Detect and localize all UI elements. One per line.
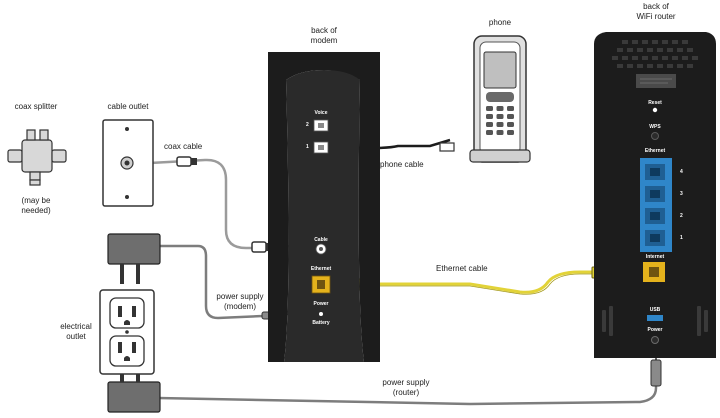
router-wps-button[interactable] [651, 132, 659, 140]
electrical-outlet-line1: electrical [60, 322, 92, 331]
electrical-outlet [99, 289, 155, 375]
router-eth-3-label: 3 [680, 191, 683, 197]
router-eth-1-label: 1 [680, 235, 683, 241]
back-of-router-label-line2: WiFi router [636, 12, 676, 21]
coax-splitter [7, 129, 67, 186]
phone-label: phone [488, 18, 512, 27]
wifi-router [594, 32, 716, 358]
power-supply-modem-line2: (modem) [223, 302, 256, 311]
router-usb-label: USB [649, 307, 661, 313]
back-of-modem-label-line2: modem [310, 36, 338, 45]
cable-outlet-label: cable outlet [107, 102, 149, 111]
ethernet-cable [344, 270, 620, 294]
coax-splitter-label: coax splitter [14, 102, 58, 111]
cable-outlet [102, 119, 154, 207]
router-power-port[interactable] [651, 336, 659, 344]
modem-power-label: Power [313, 301, 329, 307]
coax-cable [149, 158, 313, 250]
may-be-needed-line1: (may be [21, 196, 51, 205]
electrical-outlet-line2: outlet [66, 332, 86, 341]
router-power-label: Power [647, 327, 663, 333]
router-power-cable [157, 364, 658, 406]
modem-power-cable [158, 244, 313, 320]
modem-voice-label: Voice [314, 110, 328, 116]
phone-cable-connector-end [439, 142, 455, 152]
router-reset-label: Reset [648, 100, 662, 106]
may-be-needed-line2: needed) [21, 206, 51, 215]
router-vents [612, 40, 698, 68]
modem-cable-label: Cable [314, 237, 328, 243]
coax-connector-outlet [176, 156, 197, 167]
modem [268, 52, 380, 362]
power-supply-router-line1: power supply [382, 378, 430, 387]
back-of-modem-label-line1: back of [311, 26, 337, 35]
router-side-vents [602, 306, 708, 336]
router-internet-label: Internet [645, 254, 665, 260]
modem-voice-1-label: 1 [306, 144, 309, 150]
coax-cable-label: coax cable [164, 142, 203, 151]
phone-cable-label: phone cable [380, 160, 424, 169]
router-reset-button[interactable] [652, 107, 658, 113]
power-supply-router-line2: (router) [392, 388, 420, 397]
phone [469, 35, 531, 163]
router-wps-label: WPS [649, 124, 661, 130]
back-of-router-label-line1: back of [643, 2, 669, 11]
router-eth-4-label: 4 [680, 169, 683, 175]
ethernet-cable-label: Ethernet cable [436, 264, 488, 273]
modem-battery-label: Battery [312, 320, 330, 326]
router-ethernet-label: Ethernet [644, 148, 666, 154]
modem-power-adapter [107, 233, 161, 284]
modem-ethernet-label: Ethernet [310, 266, 332, 272]
power-supply-modem-line1: power supply [216, 292, 264, 301]
router-eth-2-label: 2 [680, 213, 683, 219]
router-usb-port[interactable] [647, 315, 663, 321]
modem-voice-2-label: 2 [306, 122, 309, 128]
modem-power-port[interactable] [319, 312, 323, 316]
